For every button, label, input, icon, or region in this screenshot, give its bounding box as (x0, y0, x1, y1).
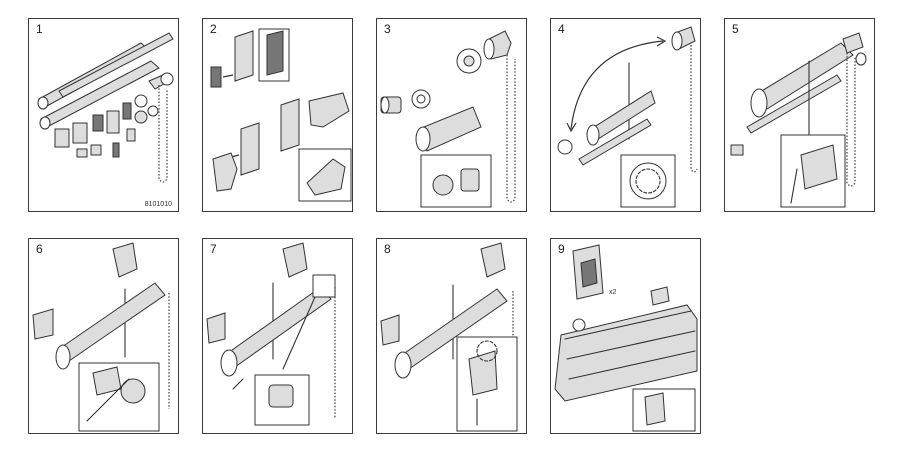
step-number: 3 (384, 22, 391, 36)
bead-chain (158, 85, 168, 183)
roller-blind (554, 304, 698, 402)
roller-tube (224, 286, 332, 368)
step-7-panel: 7 (202, 238, 353, 434)
step-9-panel: 9 x2 (550, 238, 701, 434)
step-number: 5 (732, 22, 739, 36)
brackets-and-parts (54, 72, 174, 158)
step-number: 8 (384, 242, 391, 256)
step-5-panel: 5 (724, 18, 875, 212)
step-3-illustration (380, 30, 516, 208)
step-8-panel: 8 (376, 238, 527, 434)
bracket (234, 30, 254, 82)
roller-tube (58, 282, 166, 362)
roller-tubes (37, 32, 174, 130)
step-3-panel: 3 (376, 18, 527, 212)
part-code: 8101010 (144, 201, 172, 208)
step-4-illustration (557, 26, 698, 208)
step-9-illustration (554, 244, 698, 432)
step-number: 6 (36, 242, 43, 256)
step-7-illustration (206, 242, 336, 426)
step-1-panel: 1 8101010 (28, 18, 179, 212)
step-8-illustration (380, 242, 518, 432)
step-6-panel: 6 (28, 238, 179, 434)
rotation-arrow (570, 40, 664, 130)
step-number: 9 (558, 242, 565, 256)
step-number: 4 (558, 22, 565, 36)
step-2-panel: 2 (202, 18, 353, 212)
step-number: 1 (36, 22, 43, 36)
adhesive-pad (210, 66, 222, 88)
step-4-panel: 4 (550, 18, 701, 212)
quantity-badge: x2 (609, 289, 617, 296)
step-1-illustration (37, 32, 174, 183)
step-number: 7 (210, 242, 217, 256)
step-6-illustration (32, 242, 170, 432)
step-5-illustration (730, 32, 867, 208)
step-number: 2 (210, 22, 217, 36)
step-2-illustration (210, 28, 352, 202)
